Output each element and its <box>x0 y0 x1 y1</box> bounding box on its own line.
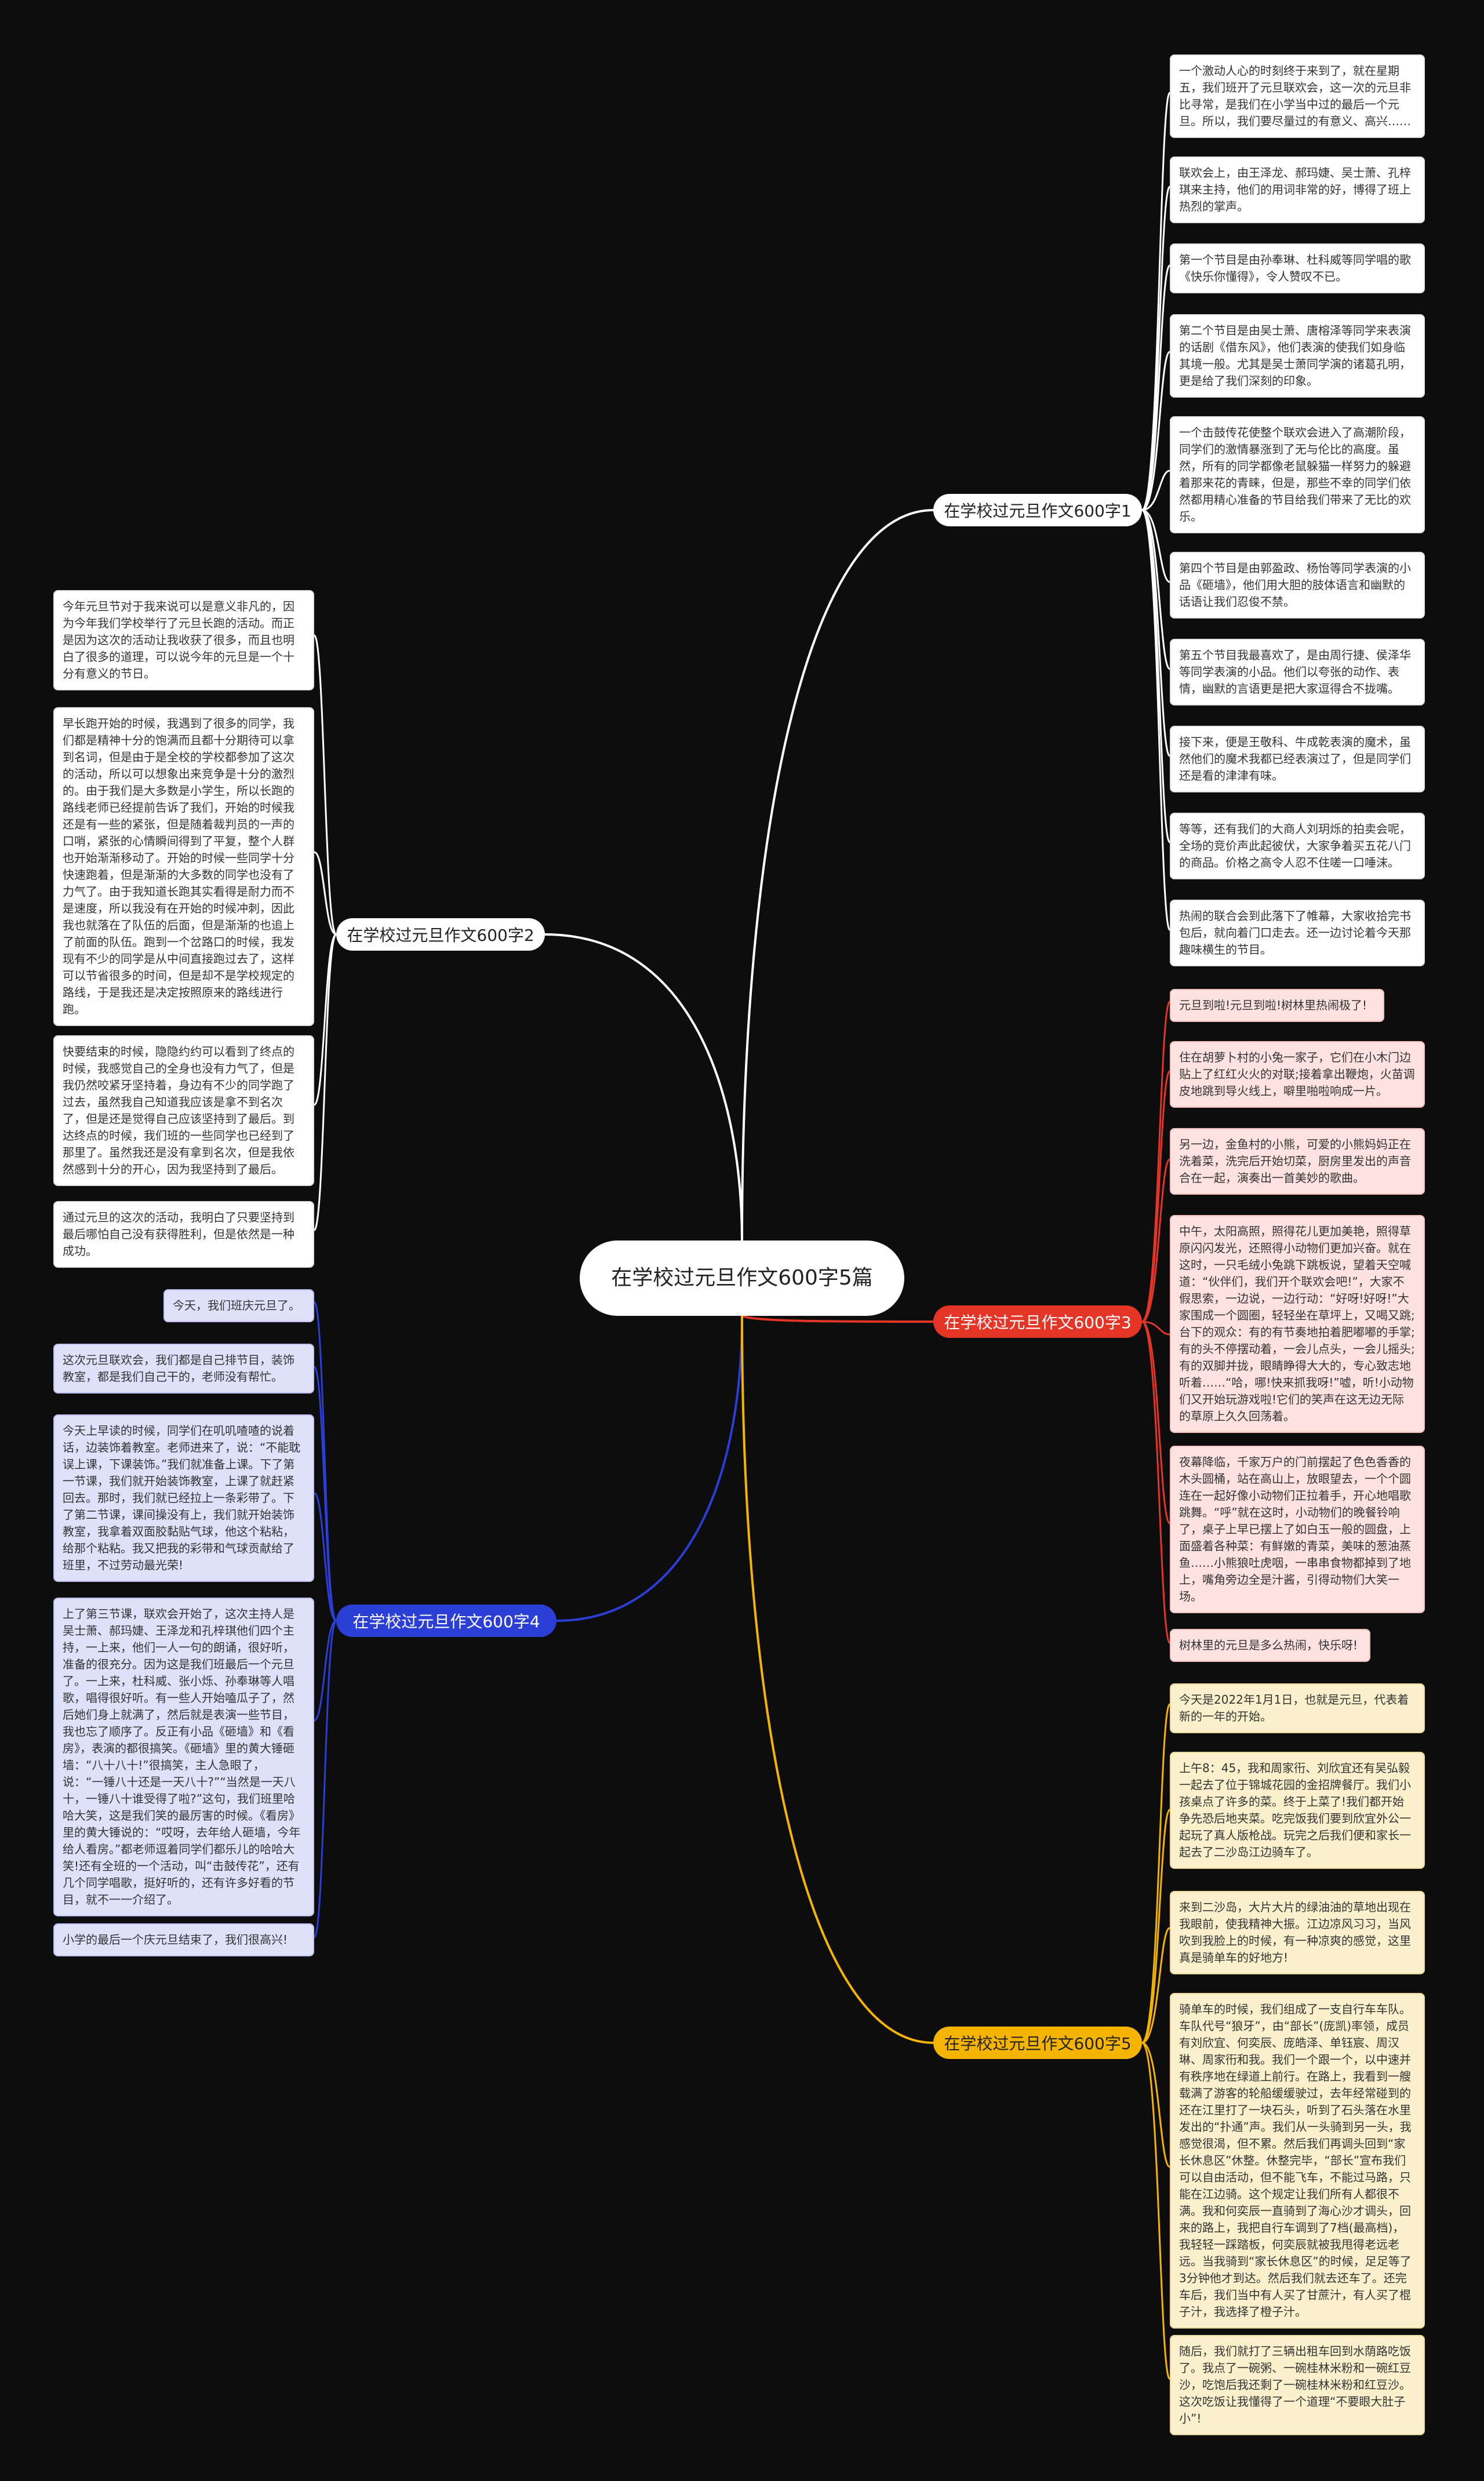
leaf-b2-4[interactable]: 通过元旦的这次的活动，我明白了只要坚持到最后哪怕自己没有获得胜利，但是依然是一种… <box>53 1201 314 1268</box>
central-topic[interactable]: 在学校过元旦作文600字5篇 <box>580 1240 904 1316</box>
leaf-b3-5[interactable]: 夜幕降临，千家万户的门前摆起了色色香香的木头圆桶，站在高山上，放眼望去，一个个圆… <box>1170 1446 1425 1613</box>
leaf-b1-8[interactable]: 接下来，便是王敬科、牛成乾表演的魔术，虽然他们的魔术我都已经表演过了，但是同学们… <box>1170 726 1425 792</box>
leaf-b3-3[interactable]: 另一边，金鱼村的小熊，可爱的小熊妈妈正在洗着菜，洗完后开始切菜，厨房里发出的声音… <box>1170 1128 1425 1195</box>
leaf-b5-1[interactable]: 今天是2022年1月1日，也就是元旦，代表着新的一年的开始。 <box>1170 1683 1425 1733</box>
leaf-b1-7[interactable]: 第五个节目我最喜欢了，是由周行捷、侯泽华等同学表演的小品。他们以夸张的动作、表情… <box>1170 639 1425 705</box>
leaf-b4-1[interactable]: 今天，我们班庆元旦了。 <box>163 1289 314 1322</box>
link-center-branch1 <box>741 509 934 1241</box>
leaf-b2-3[interactable]: 快要结束的时候，隐隐约约可以看到了终点的时候，我感觉自己的全身也没有力气了，但是… <box>53 1035 314 1186</box>
leaf-b3-4[interactable]: 中午，太阳高照，照得花儿更加美艳，照得草原闪闪发光，还照得小动物们更加兴奋。就在… <box>1170 1215 1425 1433</box>
leaf-b1-9[interactable]: 等等，还有我们的大商人刘玥烁的拍卖会呢，全场的竞价声此起彼伏，大家争着买五花八门… <box>1170 813 1425 879</box>
leaf-b1-5[interactable]: 一个击鼓传花使整个联欢会进入了高潮阶段，同学们的激情暴涨到了无与伦比的高度。虽然… <box>1170 416 1425 533</box>
leaf-b1-6[interactable]: 第四个节目是由郭盈政、杨怡等同学表演的小品《砸墙》，他们用大胆的肢体语言和幽默的… <box>1170 552 1425 619</box>
link-center-branch4 <box>556 1315 743 1622</box>
leaf-b1-4[interactable]: 第二个节目是由吴士萧、唐榕泽等同学来表演的话剧《借东风》，他们表演的使我们如身临… <box>1170 314 1425 398</box>
leaf-b1-10[interactable]: 热闹的联合会到此落下了帷幕，大家收拾完书包后，就向着门口走去。还一边讨论着今天那… <box>1170 900 1425 966</box>
branch1-leaf-links <box>1141 92 1171 931</box>
leaf-b2-1[interactable]: 今年元旦节对于我来说可以是意义非凡的，因为今年我们学校举行了元旦长跑的活动。而正… <box>53 590 314 690</box>
leaf-b4-4[interactable]: 上了第三节课，联欢会开始了，这次主持人是吴士萧、郝玛婕、王泽龙和孔梓琪他们四个主… <box>53 1598 314 1916</box>
leaf-b5-2[interactable]: 上午8：45，我和周家衎、刘欣宜还有吴弘毅一起去了位于锦城花园的金招牌餐厅。我们… <box>1170 1752 1425 1869</box>
link-center-branch2 <box>544 933 743 1241</box>
leaf-b5-5[interactable]: 随后，我们就打了三辆出租车回到水荫路吃饭了。我点了一碗粥、一碗桂林米粉和一碗红豆… <box>1170 2335 1425 2435</box>
branch2-leaf-links <box>313 634 337 1231</box>
leaf-b2-2[interactable]: 早长跑开始的时候，我遇到了很多的同学，我们都是精神十分的饱满而且都十分期待可以拿… <box>53 707 314 1026</box>
leaf-b1-2[interactable]: 联欢会上，由王泽龙、郝玛婕、吴士萧、孔梓琪来主持，他们的用词非常的好，博得了班上… <box>1170 157 1425 223</box>
leaf-b4-5[interactable]: 小学的最后一个庆元旦结束了，我们很高兴! <box>53 1923 314 1956</box>
leaf-b4-2[interactable]: 这次元旦联欢会，我们都是自己排节目，装饰教室，都是我们自己干的，老师没有帮忙。 <box>53 1344 314 1394</box>
branch4-leaf-links <box>313 1301 337 1938</box>
leaf-b4-3[interactable]: 今天上早读的时候，同学们在叽叽喳喳的说着话，边装饰着教室。老师进来了，说：“不能… <box>53 1414 314 1582</box>
branch-topic-4[interactable]: 在学校过元旦作文600字4 <box>336 1605 556 1637</box>
leaf-b3-1[interactable]: 元旦到啦!元旦到啦!树林里热闹极了! <box>1170 989 1384 1022</box>
branch3-leaf-links <box>1141 1001 1171 1644</box>
branch-topic-2[interactable]: 在学校过元旦作文600字2 <box>336 918 545 951</box>
leaf-b5-3[interactable]: 来到二沙岛，大片大片的绿油油的草地出现在我眼前，使我精神大振。江边凉风习习，当风… <box>1170 1891 1425 1974</box>
branch-topic-5[interactable]: 在学校过元旦作文600字5 <box>933 2027 1142 2059</box>
leaf-b1-3[interactable]: 第一个节目是由孙奉琳、杜科威等同学唱的歌《快乐你懂得》，令人赞叹不已。 <box>1170 243 1425 293</box>
branch-topic-3[interactable]: 在学校过元旦作文600字3 <box>933 1305 1142 1338</box>
link-center-branch5 <box>741 1315 934 2044</box>
branch-topic-1[interactable]: 在学校过元旦作文600字1 <box>933 494 1142 526</box>
leaf-b3-2[interactable]: 住在胡萝卜村的小兔一家子，它们在小木门边贴上了红红火火的对联;接着拿出鞭炮，火苗… <box>1170 1041 1425 1108</box>
link-center-branch3 <box>741 1315 934 1323</box>
leaf-b1-1[interactable]: 一个激动人心的时刻终于来到了，就在星期五，我们班开了元旦联欢会，这一次的元旦非比… <box>1170 54 1425 138</box>
leaf-b3-6[interactable]: 树林里的元旦是多么热闹，快乐呀! <box>1170 1629 1370 1662</box>
branch5-leaf-links <box>1141 1703 1171 2380</box>
leaf-b5-4[interactable]: 骑单车的时候，我们组成了一支自行车车队。车队代号“狼牙”，由“部长”(庞凯)率领… <box>1170 1993 1425 2329</box>
